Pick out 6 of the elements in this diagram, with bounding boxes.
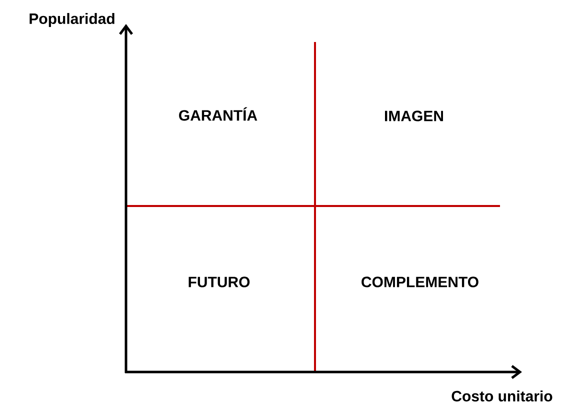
axis-title: Popularidad [30,13,114,27]
quadrant-label: IMAGEN [385,110,443,122]
quadrant-label: FUTURO [188,276,250,288]
quadrant-label: GARANTÍA [179,107,258,121]
quadrant-label: COMPLEMENTO [362,276,478,288]
axis-title: Costo unitario [452,390,552,402]
